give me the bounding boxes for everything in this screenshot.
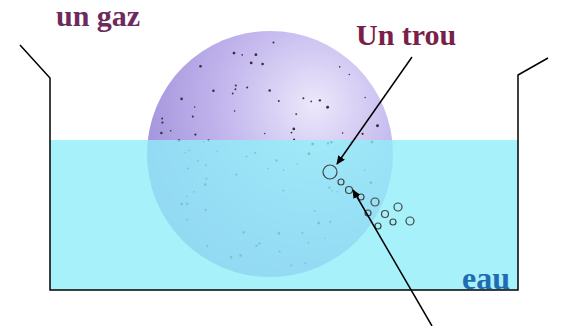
gas-particle <box>192 116 194 118</box>
gas-particle <box>326 106 329 109</box>
gas-particle <box>310 101 312 103</box>
gas-particle <box>261 63 264 66</box>
gas-particle <box>194 133 196 135</box>
hole-label: Un trou <box>356 20 456 50</box>
gas-particle <box>302 97 304 99</box>
gas-particle <box>254 53 257 56</box>
leader-arrow <box>337 57 412 164</box>
gas-particle <box>364 97 365 98</box>
gas-particle <box>362 133 364 135</box>
gas-particle <box>199 65 202 68</box>
gas-particle <box>292 128 295 131</box>
gas-particle <box>233 52 236 55</box>
gas-particle <box>160 132 162 134</box>
gas-particle <box>212 90 215 93</box>
water-label: eau <box>462 262 510 294</box>
water <box>50 140 518 290</box>
gas-particle <box>161 122 163 124</box>
gas-particle <box>246 87 248 89</box>
gas-particle <box>291 132 293 134</box>
gas-particle <box>339 66 341 68</box>
gas-particle <box>376 124 379 127</box>
gas-particle <box>234 110 236 112</box>
gas-particle <box>264 133 265 134</box>
gas-particle <box>268 89 270 91</box>
gas-particle <box>319 99 321 101</box>
gas-particle <box>272 41 274 43</box>
gas-particle <box>234 88 236 90</box>
gas-particle <box>235 85 237 87</box>
gas-particle <box>170 130 172 132</box>
gas-label: un gaz <box>56 1 140 31</box>
gas-particle <box>342 132 344 134</box>
gas-particle <box>161 117 163 119</box>
container <box>20 45 548 290</box>
gas-particle <box>278 100 280 102</box>
gas-particle <box>241 54 243 56</box>
gas-particle <box>349 74 350 75</box>
gas-particle <box>250 61 253 64</box>
gas-particle <box>295 113 297 115</box>
bubbles <box>323 165 414 229</box>
gas-particle <box>180 98 183 101</box>
gas-particle <box>232 93 234 95</box>
leader-arrow <box>353 190 432 326</box>
gas-particle <box>194 106 195 107</box>
